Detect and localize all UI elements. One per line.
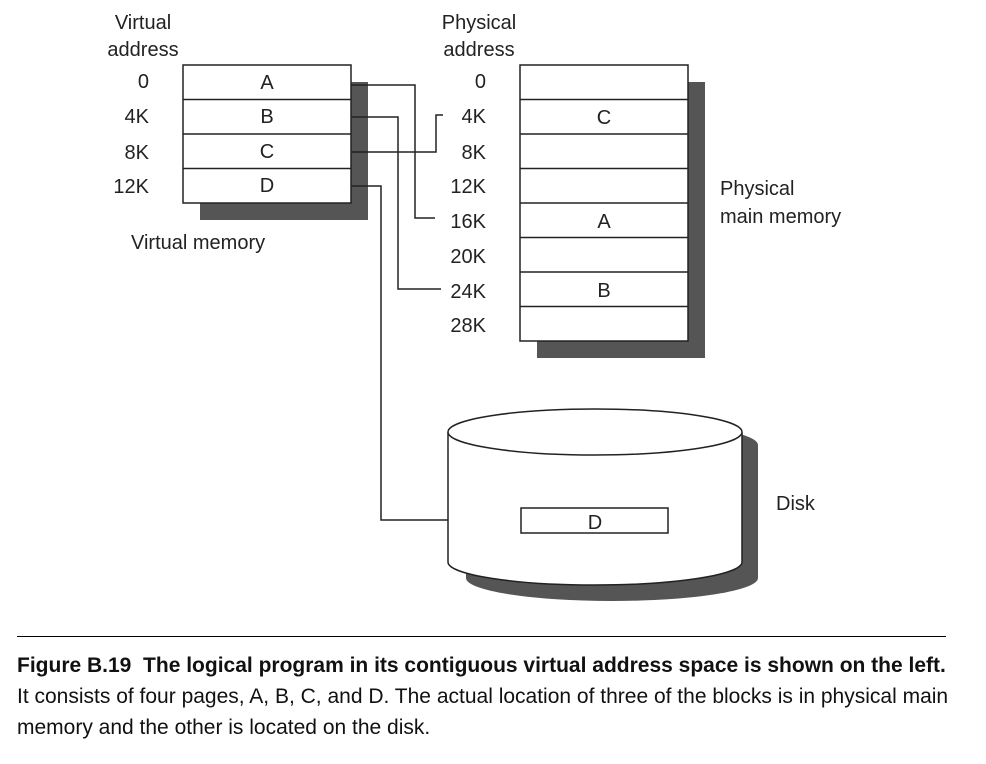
disk-block-d: [520, 507, 669, 534]
physical-address-24k: 24K: [450, 281, 486, 303]
physical-address-4k: 4K: [462, 106, 487, 128]
virtual-address-12k: 12K: [113, 176, 149, 198]
mapping-line-c-to-4k: [351, 114, 443, 153]
physical-address-20k: 20K: [450, 246, 486, 268]
physical-frame-c: C: [597, 107, 611, 129]
physical-address-labels: 0 4K 8K 12K 16K 20K 24K 28K: [450, 71, 486, 337]
physical-address-0: 0: [475, 71, 486, 93]
virtual-address-8k: 8K: [125, 142, 150, 164]
disk-top: [447, 408, 743, 456]
virtual-page-d: D: [260, 175, 274, 197]
virtual-page-a: A: [260, 72, 274, 94]
physical-address-heading-line2: address: [443, 39, 514, 61]
virtual-memory-diagram: Virtual address 0 4K 8K 12K A B C D Virt…: [107, 12, 841, 601]
disk-label: Disk: [776, 493, 816, 515]
physical-memory-block: C A B: [519, 64, 705, 358]
physical-address-12k: 12K: [450, 176, 486, 198]
physical-address-16k: 16K: [450, 211, 486, 233]
virtual-address-heading-line2: address: [107, 39, 178, 61]
figure-caption: Figure B.19 The logical program in its c…: [17, 650, 952, 743]
virtual-memory-block: A B C D: [182, 64, 368, 220]
physical-memory-label-line2: main memory: [720, 206, 841, 228]
physical-frame-b: B: [597, 280, 610, 302]
physical-address-8k: 8K: [462, 142, 487, 164]
mapping-line-b-to-24k: [351, 116, 441, 290]
virtual-address-4k: 4K: [125, 106, 150, 128]
virtual-address-heading-line1: Virtual: [115, 12, 171, 34]
physical-memory-label-line1: Physical: [720, 178, 794, 200]
virtual-address-labels: 0 4K 8K 12K: [113, 71, 149, 198]
virtual-page-b: B: [260, 106, 273, 128]
physical-frame-a: A: [597, 211, 611, 233]
page-mapping-lines: [351, 84, 448, 521]
disk-block-d-label: D: [588, 512, 602, 534]
caption-rule: [17, 636, 946, 637]
caption-text: It consists of four pages, A, B, C, and …: [17, 685, 949, 739]
mapping-line-d-to-disk: [351, 185, 448, 521]
virtual-page-c: C: [260, 141, 274, 163]
figure-number: Figure B.19: [17, 654, 132, 677]
physical-address-28k: 28K: [450, 315, 486, 337]
caption-bold-text: The logical program in its contiguous vi…: [143, 654, 946, 677]
virtual-memory-label: Virtual memory: [131, 232, 265, 254]
disk-cylinder: D: [447, 408, 758, 601]
physical-address-heading-line1: Physical: [442, 12, 516, 34]
virtual-address-0: 0: [138, 71, 149, 93]
